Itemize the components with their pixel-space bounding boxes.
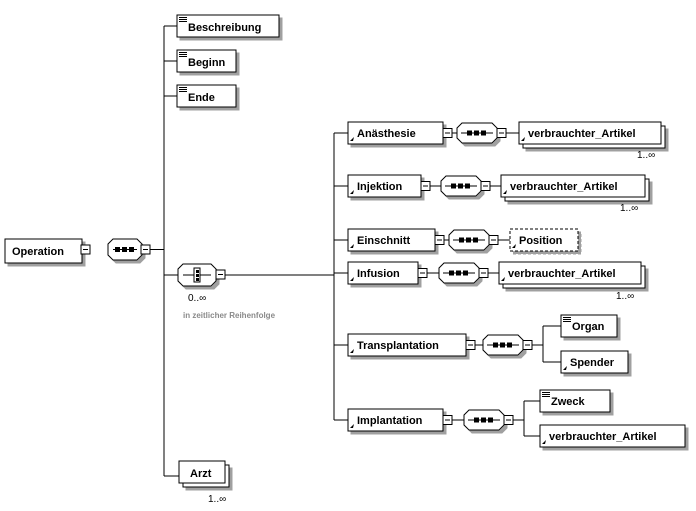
element-label: Organ (572, 321, 605, 333)
element-arzt[interactable]: Arzt 1..∞ (178, 460, 230, 505)
element-label: Beschreibung (188, 22, 261, 34)
element-label: Zweck (551, 396, 586, 408)
sub-element[interactable]: verbrauchter_Artikel (539, 424, 686, 448)
document-icon (179, 52, 187, 57)
element-label: Beginn (188, 57, 226, 69)
child-implantation: Implantation Zweck verbrauchter_Artikel (347, 389, 686, 448)
element-label: verbrauchter_Artikel (508, 268, 616, 280)
element-ref-arrow-icon (542, 440, 546, 444)
element-label: verbrauchter_Artikel (510, 181, 618, 193)
sub-element[interactable]: Position (509, 228, 579, 252)
root-label: Operation (12, 246, 64, 258)
sub-element[interactable]: verbrauchter_Artikel (518, 121, 666, 149)
element-label: Injektion (357, 181, 403, 193)
element-ref-arrow-icon (350, 137, 354, 141)
element-ref-arrow-icon (512, 244, 516, 248)
element-transplantation[interactable]: Transplantation (347, 333, 467, 357)
sub-element[interactable]: Organ (560, 314, 618, 338)
sub-element[interactable]: Spender (560, 350, 629, 374)
sub-element[interactable]: verbrauchter_Artikel (500, 174, 650, 202)
cardinality-label: 1..∞ (620, 203, 638, 214)
cardinality-label: 1..∞ (637, 150, 655, 161)
root-element-operation[interactable]: Operation (4, 238, 91, 264)
element-label: Einschnitt (357, 235, 411, 247)
sub-element[interactable]: verbrauchter_Artikel (498, 261, 646, 289)
element-ref-arrow-icon (350, 277, 354, 281)
document-icon (542, 392, 550, 397)
element-label: Position (519, 235, 563, 247)
element-ref-arrow-icon (521, 137, 525, 141)
element-label: Ende (188, 92, 215, 104)
choice-note: in zeitlicher Reihenfolge (183, 311, 276, 320)
element-ref-arrow-icon (501, 277, 505, 281)
element-label: Infusion (357, 268, 400, 280)
element-ref-arrow-icon (350, 349, 354, 353)
element-label: verbrauchter_Artikel (549, 431, 657, 443)
document-icon (179, 87, 187, 92)
element-beschreibung[interactable]: Beschreibung (176, 14, 280, 38)
element-label: Transplantation (357, 340, 439, 352)
element-label: Implantation (357, 415, 423, 427)
element-infusion[interactable]: Infusion (347, 261, 419, 285)
element-label: Arzt (190, 468, 212, 480)
element-beginn[interactable]: Beginn (176, 49, 237, 73)
choice-cardinality: 0..∞ (188, 293, 206, 304)
connector-lines (150, 25, 561, 477)
element-ende[interactable]: Ende (176, 84, 237, 108)
sub-element[interactable]: Zweck (539, 389, 611, 413)
element-label: verbrauchter_Artikel (528, 128, 636, 140)
document-icon (563, 317, 571, 322)
element-ref-arrow-icon (350, 190, 354, 194)
element-label: Anästhesie (357, 128, 416, 140)
cardinality-label: 1..∞ (616, 291, 634, 302)
element-einschnitt[interactable]: Einschnitt (347, 228, 436, 252)
sequence-compositor (107, 238, 151, 261)
choice-compositor: 0..∞ in zeitlicher Reihenfolge (177, 263, 276, 320)
element-ref-arrow-icon (350, 244, 354, 248)
element-label: Spender (570, 357, 615, 369)
cardinality-label: 1..∞ (208, 494, 226, 505)
document-icon (179, 17, 187, 22)
element-anaesthesie[interactable]: Anästhesie (347, 121, 444, 145)
element-injektion[interactable]: Injektion (347, 174, 422, 198)
child-einschnitt: Einschnitt Position (347, 228, 579, 252)
element-ref-arrow-icon (503, 190, 507, 194)
element-ref-arrow-icon (563, 366, 567, 370)
element-ref-arrow-icon (350, 424, 354, 428)
element-implantation[interactable]: Implantation (347, 408, 444, 432)
